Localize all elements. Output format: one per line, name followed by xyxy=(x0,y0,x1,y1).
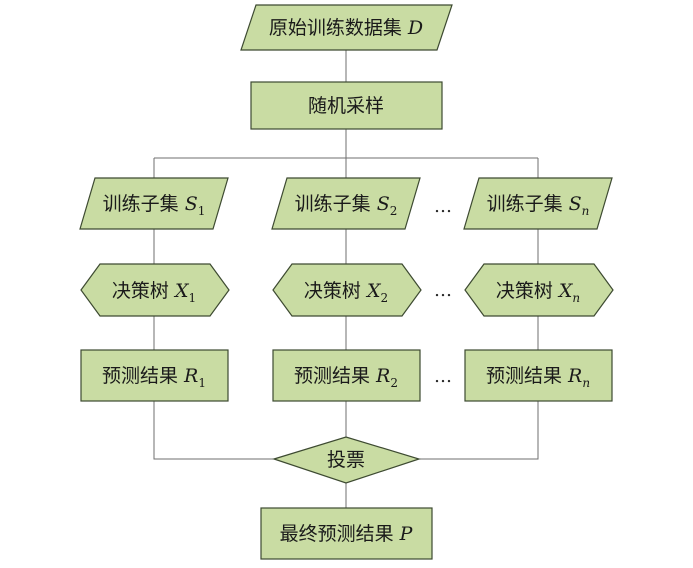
node-prediction-n: 预测结果 Rn xyxy=(464,349,613,402)
subset-n-shape xyxy=(463,177,613,230)
node-final: 最终预测结果 P xyxy=(260,507,433,560)
tree-n-label: 决策树 Xn xyxy=(496,280,580,305)
node-tree-1: 决策树 X1 xyxy=(80,263,230,317)
dataset-shape xyxy=(240,4,453,51)
tree-1-label: 决策树 X1 xyxy=(112,280,196,305)
final-label: 最终预测结果 P xyxy=(280,523,414,545)
tree-n-shape xyxy=(464,263,614,317)
prediction-2-label: 预测结果 R2 xyxy=(294,365,398,390)
node-subset-1: 训练子集 S1 xyxy=(79,177,229,230)
tree-2-shape xyxy=(272,263,422,317)
connectors xyxy=(153,50,539,508)
prediction-n-shape xyxy=(464,349,613,402)
prediction-2-shape xyxy=(272,349,421,402)
node-tree-2: 决策树 X2 xyxy=(272,263,422,317)
tree-2-label: 决策树 X2 xyxy=(304,280,388,305)
ellipsis-predictions: … xyxy=(434,366,452,387)
subset-n-label: 训练子集 Sn xyxy=(487,193,590,218)
connector-prediction-vote-1 xyxy=(153,401,274,460)
sampling-label: 随机采样 xyxy=(308,95,384,117)
node-dataset: 原始训练数据集 D xyxy=(240,4,453,51)
node-subset-n: 训练子集 Sn xyxy=(463,177,613,230)
prediction-n-label: 预测结果 Rn xyxy=(486,365,590,390)
node-vote: 投票 xyxy=(272,436,421,484)
tree-1-shape xyxy=(80,263,230,317)
subset-2-shape xyxy=(271,177,421,230)
ellipsis-subsets: … xyxy=(434,196,452,217)
connector-prediction-vote-n xyxy=(419,401,539,460)
node-sampling: 随机采样 xyxy=(250,81,443,130)
ellipsis-trees: … xyxy=(434,280,452,301)
node-tree-n: 决策树 Xn xyxy=(464,263,614,317)
node-prediction-1: 预测结果 R1 xyxy=(80,349,229,402)
final-shape xyxy=(260,507,433,560)
node-subset-2: 训练子集 S2 xyxy=(271,177,421,230)
vote-label: 投票 xyxy=(327,449,365,471)
node-prediction-2: 预测结果 R2 xyxy=(272,349,421,402)
vote-shape xyxy=(272,436,421,484)
subset-1-shape xyxy=(79,177,229,230)
prediction-1-shape xyxy=(80,349,229,402)
sampling-shape xyxy=(250,81,443,130)
subset-2-label: 训练子集 S2 xyxy=(295,193,398,218)
dataset-label: 原始训练数据集 D xyxy=(269,17,423,39)
prediction-1-label: 预测结果 R1 xyxy=(102,365,206,390)
subset-1-label: 训练子集 S1 xyxy=(103,193,206,218)
